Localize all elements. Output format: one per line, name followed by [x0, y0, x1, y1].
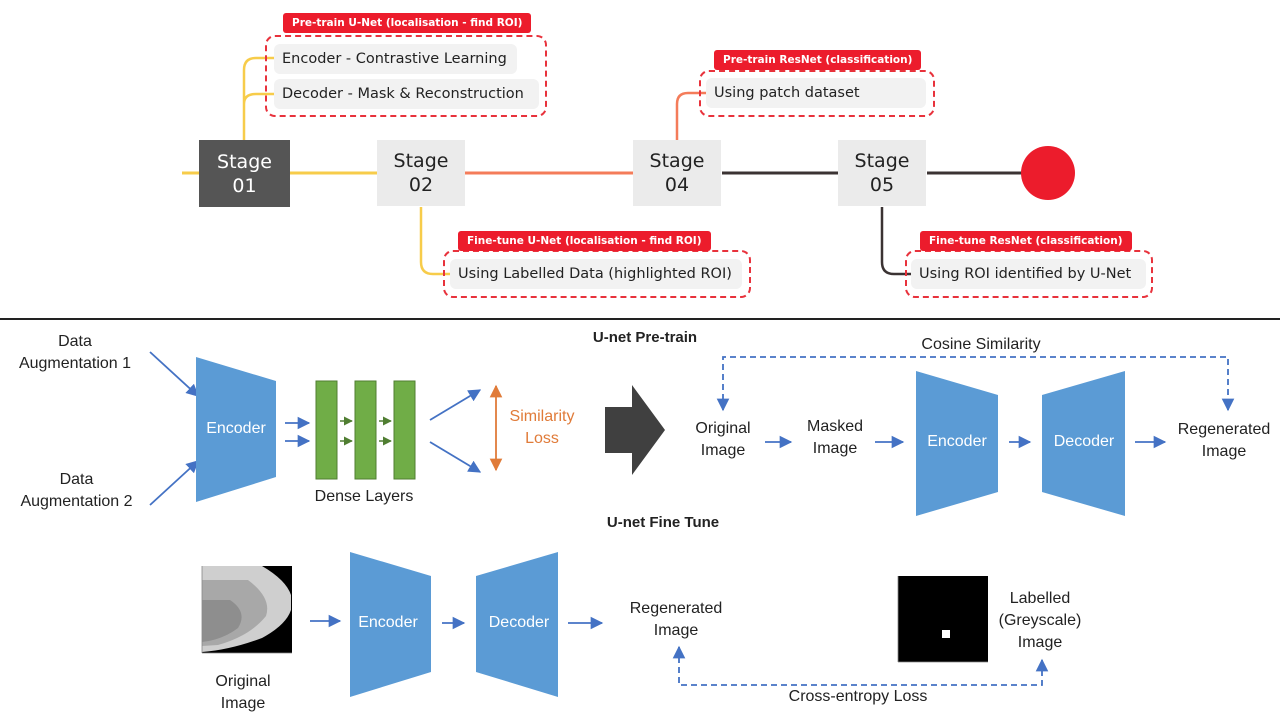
- pretrain-unet-box: [265, 35, 547, 117]
- masked-line1: Masked: [806, 418, 864, 435]
- big-flow-arrow: [605, 385, 665, 475]
- pretrain-resnet-box: [699, 70, 935, 117]
- finetune-unet-box: [443, 250, 751, 298]
- stage-04: Stage 04: [633, 140, 721, 206]
- dense-layer-2: [354, 380, 377, 480]
- aug1-line2: Augmentation 1: [18, 355, 132, 372]
- stage-02-word: Stage: [393, 150, 449, 172]
- regenerated-image-label-pretrain: Regenerated Image: [1170, 419, 1278, 463]
- encoder-label-recon: Encoder: [927, 433, 987, 450]
- stage-02: Stage 02: [377, 140, 465, 206]
- connector-stage04: [675, 91, 708, 140]
- labelled-image-label: Labelled (Greyscale) Image: [990, 588, 1090, 654]
- connector-stage02: [419, 207, 452, 276]
- cross-entropy-label: Cross-entropy Loss: [760, 686, 956, 708]
- encoder-label-pretrain: Encoder: [206, 420, 266, 437]
- similarity-loss-label: Similarity Loss: [503, 406, 581, 450]
- arrow-proj-up: [429, 389, 482, 421]
- stage-01: Stage 01: [199, 140, 290, 207]
- original-pretrain-line2: Image: [700, 442, 746, 459]
- dense-layer-1: [315, 380, 338, 480]
- pretrain-resnet-item: Using patch dataset: [706, 78, 926, 108]
- similarity-line1: Similarity: [509, 408, 575, 425]
- encoder-shape-ft: [350, 552, 431, 697]
- masked-line2: Image: [812, 440, 858, 457]
- regenerated-ft-line1: Regenerated: [629, 600, 723, 617]
- regenerated-image-label-ft: Regenerated Image: [622, 598, 730, 642]
- timeline-end-dot: [1021, 146, 1075, 200]
- aug1-label: Data Augmentation 1: [10, 331, 140, 375]
- pretrain-unet-item-decoder: Decoder - Mask & Reconstruction: [274, 79, 539, 109]
- cosine-similarity-label: Cosine Similarity: [900, 334, 1062, 356]
- pretrain-section-title: U-net Pre-train: [592, 329, 698, 346]
- aug2-line1: Data: [59, 471, 94, 488]
- finetune-resnet-item: Using ROI identified by U-Net: [911, 259, 1146, 289]
- original-pretrain-line1: Original: [695, 420, 751, 437]
- finetune-resnet-box: [905, 250, 1153, 298]
- regenerated-pretrain-line1: Regenerated: [1177, 421, 1271, 438]
- aug2-line2: Augmentation 2: [20, 493, 133, 510]
- stage-04-number: 04: [664, 174, 690, 196]
- labelled-line1: Labelled: [1009, 590, 1071, 607]
- labelled-line2: (Greyscale): [998, 612, 1082, 629]
- original-image-label-pretrain: Original Image: [686, 418, 760, 462]
- finetune-unet-tag: Fine-tune U-Net (localisation - find ROI…: [458, 231, 711, 251]
- finetune-unet-item: Using Labelled Data (highlighted ROI): [450, 259, 742, 289]
- stage-02-number: 02: [408, 174, 434, 196]
- aug2-label: Data Augmentation 2: [10, 469, 143, 513]
- encoder-label-ft: Encoder: [358, 614, 418, 631]
- regenerated-ft-line2: Image: [653, 622, 699, 639]
- pretrain-unet-item-encoder: Encoder - Contrastive Learning: [274, 44, 517, 74]
- regenerated-pretrain-line2: Image: [1201, 443, 1247, 460]
- stage-05: Stage 05: [838, 140, 926, 206]
- dense-layers-label: Dense Layers: [314, 488, 414, 505]
- decoder-shape-ft: [476, 552, 558, 697]
- labelled-line3: Image: [1017, 634, 1063, 651]
- stage-05-number: 05: [869, 174, 895, 196]
- dense-layer-3: [393, 380, 416, 480]
- mammogram-thumbnail: [201, 566, 292, 654]
- original-ft-line1: Original: [215, 673, 271, 690]
- pretrain-unet-tag: Pre-train U-Net (localisation - find ROI…: [283, 13, 532, 33]
- arrow-aug2: [149, 460, 199, 506]
- stage-05-word: Stage: [854, 150, 910, 172]
- arrow-proj-down: [429, 441, 482, 473]
- decoder-label-recon: Decoder: [1053, 433, 1115, 450]
- original-ft-line2: Image: [220, 695, 266, 712]
- aug1-line1: Data: [58, 333, 92, 350]
- decoder-label-ft: Decoder: [488, 614, 550, 631]
- original-image-label-ft: Original Image: [204, 671, 282, 715]
- connector-stage01: [242, 56, 276, 140]
- stage-04-word: Stage: [649, 150, 705, 172]
- cosine-similarity-line: [716, 356, 1235, 412]
- finetune-section-title: U-net Fine Tune: [606, 514, 720, 531]
- arrow-aug1: [149, 351, 199, 397]
- masked-image-label: Masked Image: [798, 416, 872, 460]
- similarity-line2: Loss: [525, 430, 559, 447]
- cross-entropy-line: [672, 645, 1049, 686]
- mask-thumbnail: [897, 576, 988, 663]
- encoder-shape-pretrain: [196, 357, 276, 502]
- stage-01-number: 01: [232, 174, 257, 197]
- stage-01-word: Stage: [217, 150, 272, 173]
- connector-stage05: [880, 207, 912, 276]
- finetune-resnet-tag: Fine-tune ResNet (classification): [920, 231, 1132, 251]
- pretrain-resnet-tag: Pre-train ResNet (classification): [714, 50, 922, 70]
